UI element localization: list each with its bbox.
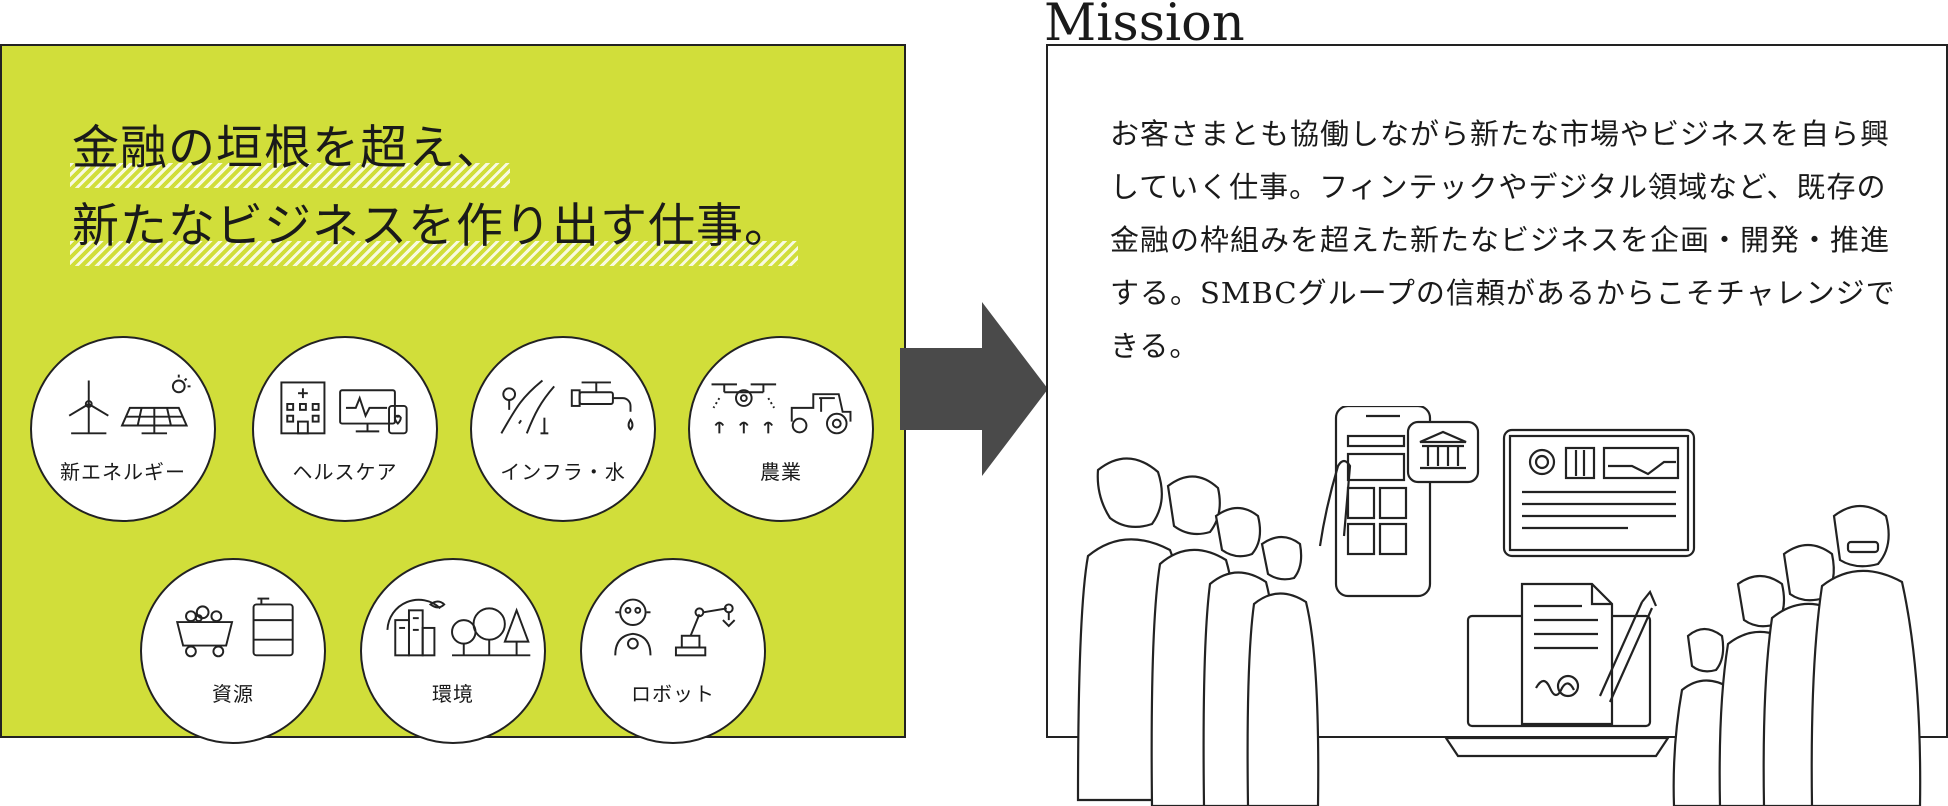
dashboard-board-icon bbox=[1502, 428, 1696, 558]
industry-healthcare: ヘルスケア bbox=[252, 336, 438, 522]
industry-infrastructure-water: インフラ・水 bbox=[470, 336, 656, 522]
smartphone-icon bbox=[1334, 406, 1480, 598]
industry-new-energy: 新エネルギー bbox=[30, 336, 216, 522]
team-collaboration-illustration bbox=[1076, 406, 1922, 806]
headline: 金融の垣根を超え、 新たなビジネスを作り出す仕事。 bbox=[72, 110, 798, 266]
industry-label: 資源 bbox=[212, 682, 254, 706]
industry-agriculture: 農業 bbox=[688, 336, 874, 522]
robot-arm-icon bbox=[674, 603, 736, 657]
bank-icon bbox=[1419, 430, 1467, 470]
drone-icon bbox=[711, 383, 777, 434]
mine-cart-icon bbox=[175, 605, 234, 658]
water-faucet-icon bbox=[570, 381, 634, 431]
solar-panel-icon bbox=[120, 374, 191, 435]
industry-robotics: ロボット bbox=[580, 558, 766, 744]
oil-drum-icon bbox=[252, 597, 294, 657]
industry-label: インフラ・水 bbox=[500, 460, 626, 484]
industry-label: ヘルスケア bbox=[292, 460, 398, 484]
right-arrow-icon bbox=[900, 302, 1048, 476]
industry-resources: 資源 bbox=[140, 558, 326, 744]
laptop-contract-icon bbox=[1443, 582, 1671, 758]
hospital-icon bbox=[280, 381, 326, 435]
wind-turbine-icon bbox=[68, 380, 109, 435]
mission-panel: お客さまとも協働しながら新たな市場やビジネスを自ら興していく仕事。フィンテックや… bbox=[1046, 44, 1948, 806]
industry-label: 農業 bbox=[760, 460, 802, 484]
industry-label: ロボット bbox=[631, 682, 715, 706]
people-left-group bbox=[1076, 457, 1352, 806]
people-right-group bbox=[1672, 504, 1922, 806]
robot-icon bbox=[614, 598, 652, 656]
city-buildings-icon bbox=[386, 598, 446, 657]
headline-line-2: 新たなビジネスを作り出す仕事。 bbox=[70, 188, 798, 266]
industry-label: 新エネルギー bbox=[60, 460, 186, 484]
health-monitor-icon bbox=[339, 389, 408, 435]
industries-panel: 金融の垣根を超え、 新たなビジネスを作り出す仕事。 新 bbox=[0, 44, 906, 744]
trees-icon bbox=[451, 607, 531, 657]
road-icon bbox=[500, 379, 555, 435]
industry-label: 環境 bbox=[432, 682, 474, 706]
mission-description: お客さまとも協働しながら新たな市場やビジネスを自ら興していく仕事。フィンテックや… bbox=[1110, 117, 1896, 363]
tractor-icon bbox=[790, 393, 852, 435]
industry-environment: 環境 bbox=[360, 558, 546, 744]
headline-line-1: 金融の垣根を超え、 bbox=[70, 110, 510, 188]
